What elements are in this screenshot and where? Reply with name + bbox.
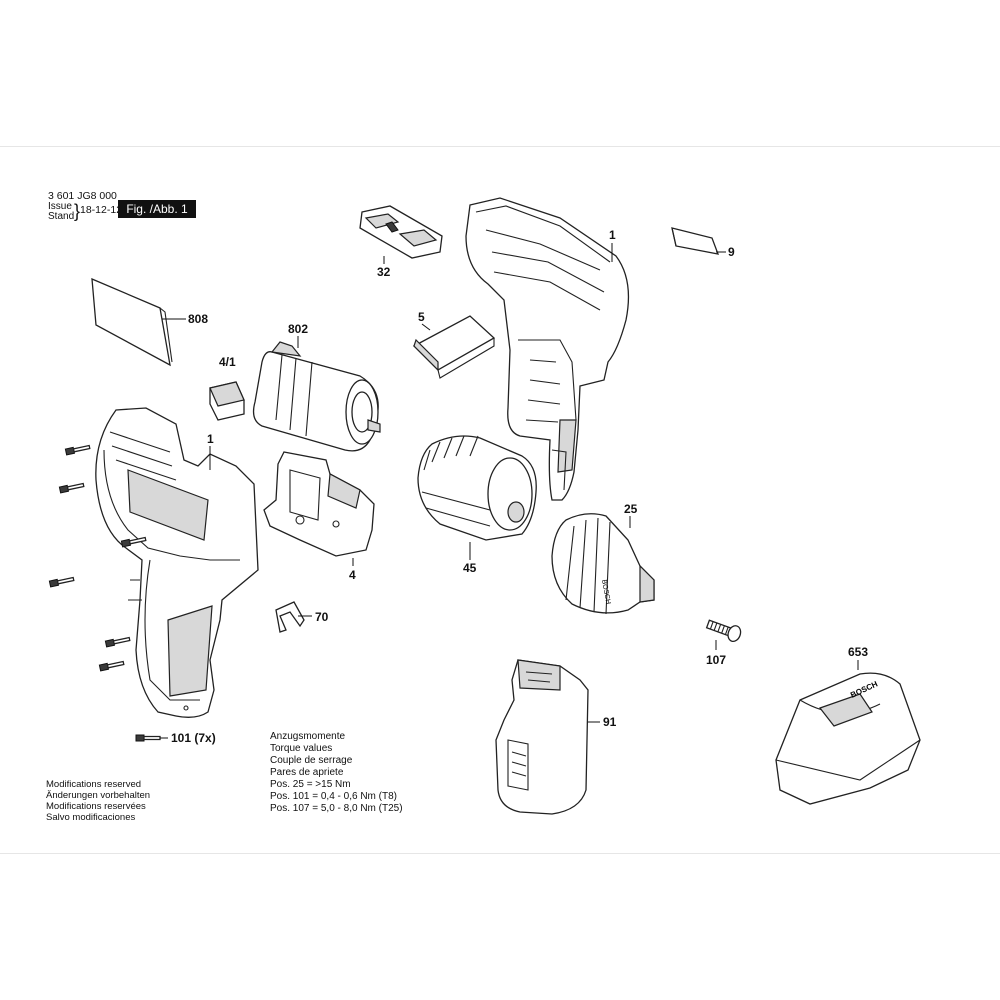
torque-title-de: Anzugsmomente	[270, 731, 346, 742]
label-45: 45	[463, 561, 477, 575]
brace: }	[74, 201, 81, 221]
label-70: 70	[315, 610, 329, 624]
housing-half-left	[96, 408, 258, 717]
label-802: 802	[288, 322, 309, 336]
label-653: 653	[848, 645, 869, 659]
label-91: 91	[603, 715, 617, 729]
label-sticker-808	[92, 279, 172, 365]
switch-4	[264, 452, 374, 556]
torque-title-fr: Couple de serrage	[270, 755, 353, 766]
label-9: 9	[728, 245, 735, 259]
issue-label: Issue	[48, 201, 72, 212]
motor-802	[254, 342, 380, 451]
leader-5	[422, 324, 430, 330]
nameplate-9	[672, 228, 718, 254]
part-4-1	[210, 382, 244, 420]
modifications-es: Salvo modificaciones	[46, 812, 136, 823]
modifications-en: Modifications reserved	[46, 779, 142, 790]
chuck-25: BOSCH	[552, 514, 654, 614]
label-4-1: 4/1	[219, 355, 236, 369]
charger-653: BOSCH	[776, 673, 920, 804]
torque-values-block: Anzugsmomente Torque values Couple de se…	[270, 731, 403, 815]
switch-slider-32	[360, 206, 442, 258]
label-1-left: 1	[207, 432, 214, 446]
sheet-top-border	[0, 146, 1000, 147]
clip-70	[276, 602, 304, 632]
modifications-de: Änderungen vorbehalten	[46, 790, 151, 801]
torque-title-en: Torque values	[270, 743, 333, 754]
switch-cover-5	[414, 316, 494, 378]
label-808: 808	[188, 312, 209, 326]
issue-date: 18-12-12	[80, 204, 123, 216]
label-5: 5	[418, 310, 425, 324]
battery-91	[496, 660, 588, 814]
modifications-block: Modifications reserved Änderungen vorbeh…	[46, 779, 150, 823]
screw-set-101	[49, 444, 160, 741]
modifications-fr: Modifications reservées	[46, 801, 146, 812]
label-107: 107	[706, 653, 727, 667]
torque-pos-107: Pos. 107 = 5,0 - 8,0 Nm (T25)	[270, 803, 403, 814]
label-4: 4	[349, 568, 356, 582]
torque-pos-25: Pos. 25 = >15 Nm	[270, 779, 351, 790]
part-number: 3 601 JG8 000	[48, 190, 117, 202]
label-32: 32	[377, 265, 391, 279]
label-101: 101 (7x)	[171, 731, 216, 745]
gearbox-45	[418, 436, 536, 540]
torque-pos-101: Pos. 101 = 0,4 - 0,6 Nm (T8)	[270, 791, 397, 802]
label-25: 25	[624, 502, 638, 516]
label-1-top: 1	[609, 228, 616, 242]
torque-title-es: Pares de apriete	[270, 767, 344, 778]
figure-label: Fig. /Abb. 1	[118, 200, 196, 218]
housing-half-right	[466, 198, 628, 500]
chuck-marking: BOSCH	[600, 579, 611, 605]
sheet-bottom-border	[0, 853, 1000, 854]
screw-107	[705, 616, 742, 643]
stand-label: Stand	[48, 211, 75, 222]
